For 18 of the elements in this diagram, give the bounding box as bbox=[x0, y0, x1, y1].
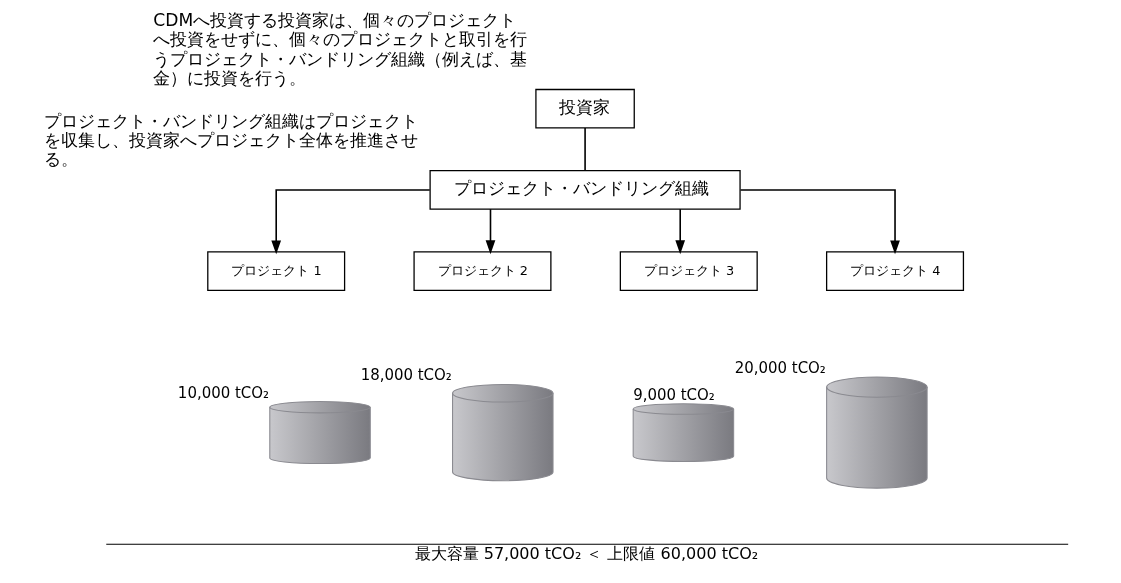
arrow bbox=[271, 189, 431, 255]
label: 最大容量 57,000 tCO₂ ＜ 上限値 60,000 tCO₂ bbox=[414, 544, 759, 564]
node-box: 投資家 bbox=[535, 88, 635, 129]
arrow bbox=[675, 208, 686, 255]
node-label: 20,000 tCO₂ bbox=[734, 358, 826, 377]
connector bbox=[584, 127, 586, 172]
node-box: プロジェクト 1 bbox=[207, 251, 346, 292]
node-label: 9,000 tCO₂ bbox=[633, 385, 715, 404]
node-label: CDMへ投資する投資家は、個々のプロジェクトへ投資をせずに、個々のプロジェクトと取引を行うプロジェクト・バンドリング組織（例えば、基金）に投資を行う。 bbox=[153, 10, 528, 88]
node-label: 18,000 tCO₂ bbox=[360, 366, 452, 385]
node-box: プロジェクト 4 bbox=[826, 251, 965, 292]
node-label: 10,000 tCO₂ bbox=[177, 383, 270, 402]
arrow bbox=[485, 208, 496, 255]
node-box: プロジェクト 3 bbox=[619, 251, 758, 292]
node-label: プロジェクト・バンドリング組織はプロジェクトを収集し、投資家へプロジェクト全体を推進させる。 bbox=[44, 110, 419, 170]
arrow bbox=[739, 189, 900, 255]
node-box: プロジェクト・バンドリング組織 bbox=[429, 170, 741, 210]
node-box: プロジェクト 2 bbox=[413, 251, 552, 292]
